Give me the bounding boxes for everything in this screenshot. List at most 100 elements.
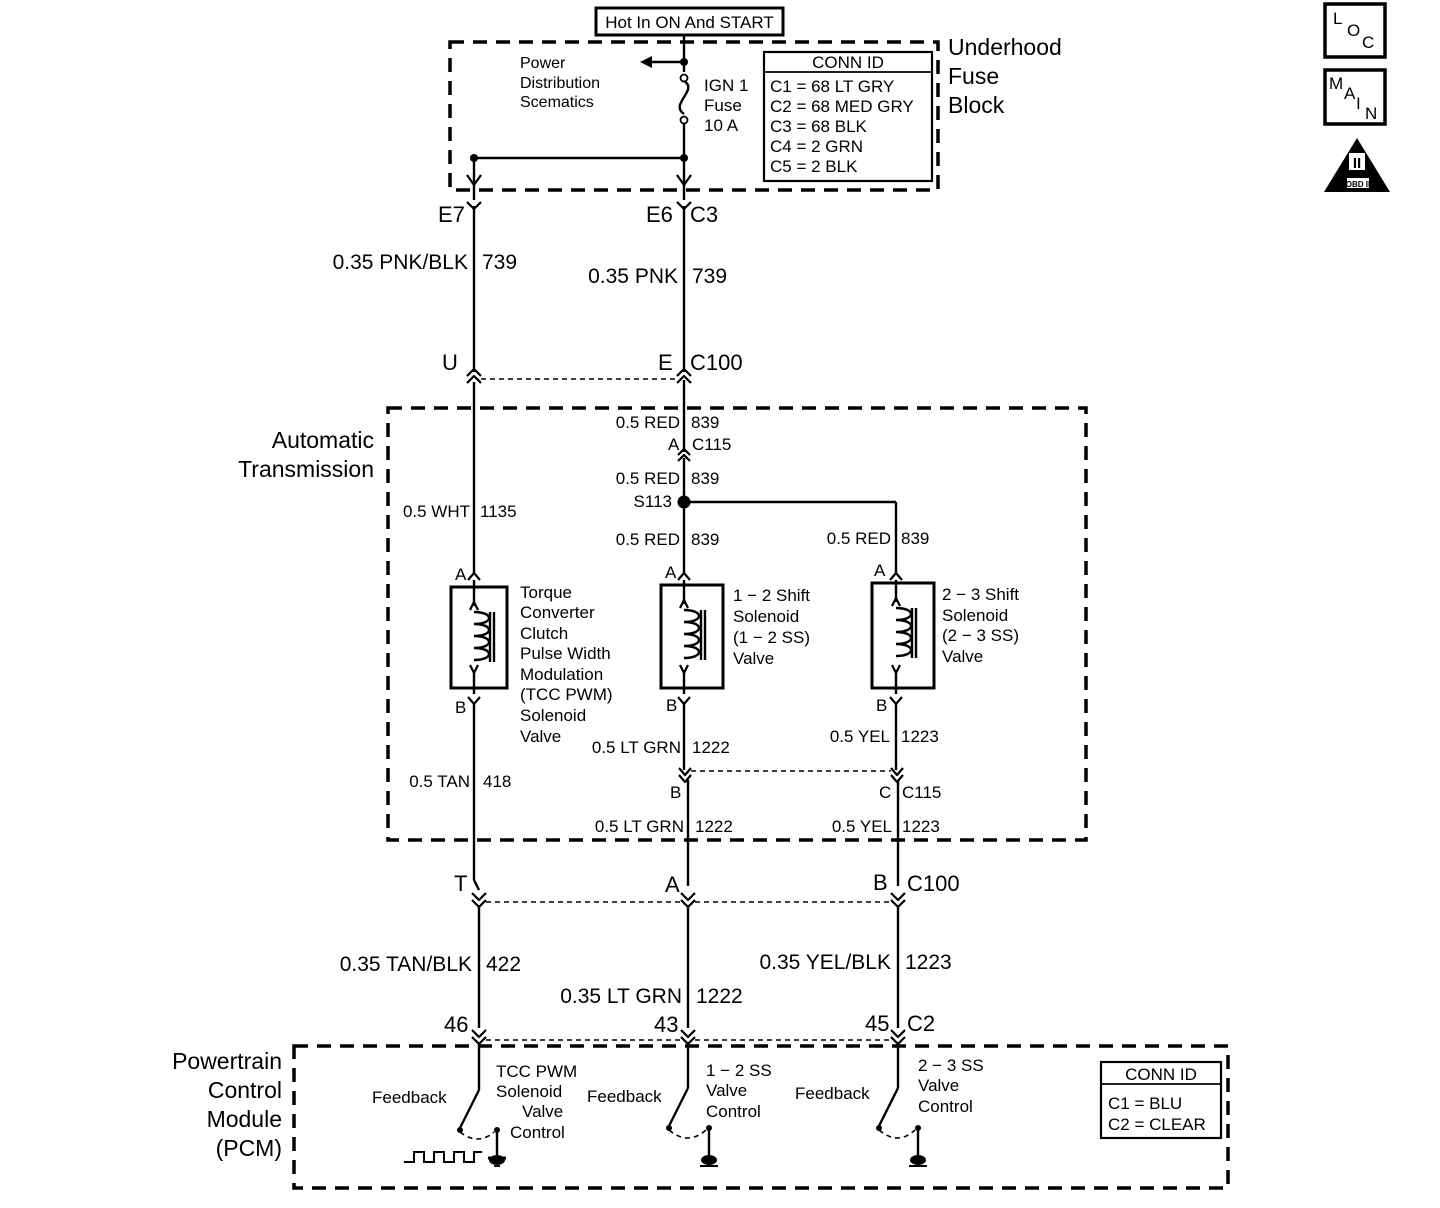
switch-icon xyxy=(458,1089,481,1129)
svg-text:Distribution: Distribution xyxy=(520,75,600,92)
terminal-e7: E7 xyxy=(438,202,465,227)
svg-text:Powertrain: Powertrain xyxy=(172,1048,282,1074)
ss12-pin-a-arrow xyxy=(677,571,691,581)
svg-text:C2 = 68 MED GRY: C2 = 68 MED GRY xyxy=(770,97,914,116)
wire-418-tan: 0.5 TAN 418 xyxy=(409,772,511,791)
c100-top-e-male xyxy=(676,374,692,384)
fuse-conn-table: CONN ID C1 = 68 LT GRY C2 = 68 MED GRY C… xyxy=(762,50,934,183)
svg-text:839: 839 xyxy=(901,529,929,548)
svg-text:Solenoid: Solenoid xyxy=(496,1082,562,1101)
wire-1223-yel-blk: 0.35 YEL/BLK 1223 xyxy=(759,951,951,974)
svg-text:Solenoid: Solenoid xyxy=(942,606,1008,625)
ss23-pin-a: A xyxy=(874,561,886,580)
svg-text:Valve: Valve xyxy=(733,649,774,668)
svg-text:N: N xyxy=(1365,104,1377,123)
svg-text:OBD II: OBD II xyxy=(1346,180,1370,189)
svg-text:839: 839 xyxy=(691,530,719,549)
fuse-icon xyxy=(678,79,690,115)
c115-top-male xyxy=(677,453,691,462)
c115-pin-c: C xyxy=(879,783,891,802)
tcc-pwm-driver-label: TCC PWM Solenoid Valve Control xyxy=(496,1062,577,1142)
wire-1222-upper: 0.5 LT GRN 1222 xyxy=(592,738,730,757)
c100-top-label: C100 xyxy=(690,350,743,375)
feedback-arc xyxy=(459,1131,495,1140)
transmission-title: Automatic Transmission xyxy=(238,427,374,482)
pcm-pin-46: 46 xyxy=(444,1012,468,1037)
fuse-block-title: Underhood Fuse Block xyxy=(948,34,1062,118)
wire-839-upper: 0.5 RED 839 xyxy=(616,413,720,432)
c100-pin-a: A xyxy=(665,872,680,897)
ground-icon xyxy=(701,1155,717,1165)
pcm-title: Powertrain Control Module (PCM) xyxy=(172,1048,282,1161)
ss12-pin-b: B xyxy=(666,696,677,715)
c100-top-e-female xyxy=(676,367,692,377)
svg-text:Transmission: Transmission xyxy=(238,456,374,482)
ss12-driver-label: 1 − 2 SS Valve Control xyxy=(706,1061,772,1121)
svg-text:Valve: Valve xyxy=(942,647,983,666)
svg-text:CONN ID: CONN ID xyxy=(1125,1065,1197,1084)
svg-text:1223: 1223 xyxy=(905,951,952,974)
wire-839-12ss: 0.5 RED 839 xyxy=(616,530,720,549)
loc-icon[interactable]: L O C xyxy=(1323,2,1387,59)
ss12-feedback-label: Feedback xyxy=(587,1087,662,1106)
svg-text:2 − 3 Shift: 2 − 3 Shift xyxy=(942,585,1019,604)
ss23-driver xyxy=(876,1042,927,1167)
svg-text:Modulation: Modulation xyxy=(520,665,603,684)
c100-bottom-label: C100 xyxy=(907,871,960,896)
svg-text:0.35 PNK: 0.35 PNK xyxy=(588,265,678,288)
svg-text:Control: Control xyxy=(706,1102,761,1121)
wire-422-tan-blk: 0.35 TAN/BLK 422 xyxy=(340,953,521,976)
tcc-pin-a-arrow xyxy=(467,571,481,581)
svg-text:Module: Module xyxy=(207,1106,282,1132)
fuse-label: IGN 1 Fuse 10 A xyxy=(704,76,748,135)
c115-top-female xyxy=(677,447,691,456)
ss23-driver-label: 2 − 3 SS Valve Control xyxy=(918,1056,984,1116)
svg-text:739: 739 xyxy=(482,251,517,274)
coil-icon xyxy=(473,610,491,662)
obd-ii-icon[interactable]: II OBD II xyxy=(1324,138,1390,192)
svg-text:1222: 1222 xyxy=(696,985,743,1008)
svg-text:1 − 2 SS: 1 − 2 SS xyxy=(706,1061,772,1080)
pds-note: Power Distribution Scematics xyxy=(520,55,600,111)
switch-icon xyxy=(877,1087,900,1127)
svg-text:O: O xyxy=(1347,21,1360,40)
svg-text:1223: 1223 xyxy=(902,817,940,836)
svg-text:C2 = CLEAR: C2 = CLEAR xyxy=(1108,1115,1206,1134)
conn-c3: C3 xyxy=(690,202,718,227)
c100-bottom-t-female xyxy=(471,892,487,902)
c100-top-u-female xyxy=(466,367,482,377)
e7-arrow-icon xyxy=(466,174,482,187)
svg-text:0.5 LT GRN: 0.5 LT GRN xyxy=(595,817,684,836)
c100-pin-t: T xyxy=(454,871,467,896)
pcm-pin-46-female xyxy=(471,1029,487,1039)
svg-text:0.5 RED: 0.5 RED xyxy=(827,529,891,548)
svg-text:0.35 LT GRN: 0.35 LT GRN xyxy=(560,985,682,1008)
c100-top-u-male xyxy=(466,374,482,384)
c100-bottom-a-female xyxy=(680,892,696,902)
svg-text:C4 = 2 GRN: C4 = 2 GRN xyxy=(770,137,863,156)
pcm-conn-c2: C2 xyxy=(907,1011,935,1036)
svg-text:(2 − 3 SS): (2 − 3 SS) xyxy=(942,626,1019,645)
splice-s113-label: S113 xyxy=(634,492,672,511)
wire-1223-upper: 0.5 YEL 1223 xyxy=(830,727,939,746)
wire-739-pnk-blk: 0.35 PNK/BLK 739 xyxy=(333,251,517,274)
wire-839-mid: 0.5 RED 839 xyxy=(616,469,720,488)
transmission-outline xyxy=(386,406,1088,842)
ss12-solenoid xyxy=(659,580,725,694)
svg-text:Clutch: Clutch xyxy=(520,624,568,643)
c115-pin-b: B xyxy=(670,783,681,802)
svg-text:(TCC PWM): (TCC PWM) xyxy=(520,685,613,704)
tcc-pwm-label: Torque Converter Clutch Pulse Width Modu… xyxy=(520,583,613,746)
svg-text:Valve: Valve xyxy=(520,727,561,746)
svg-text:0.5 YEL: 0.5 YEL xyxy=(832,817,892,836)
c100-pin-u: U xyxy=(442,350,458,375)
main-icon[interactable]: M A I N xyxy=(1323,68,1387,126)
svg-text:C5 = 2 BLK: C5 = 2 BLK xyxy=(770,157,858,176)
svg-text:Automatic: Automatic xyxy=(272,427,374,453)
pcm-outline xyxy=(292,1044,1230,1190)
c115-bottom-c-female xyxy=(890,767,904,777)
svg-text:II: II xyxy=(1353,155,1361,172)
svg-text:(1 − 2 SS): (1 − 2 SS) xyxy=(733,628,810,647)
svg-text:422: 422 xyxy=(486,953,521,976)
svg-text:0.35 TAN/BLK: 0.35 TAN/BLK xyxy=(340,953,472,976)
